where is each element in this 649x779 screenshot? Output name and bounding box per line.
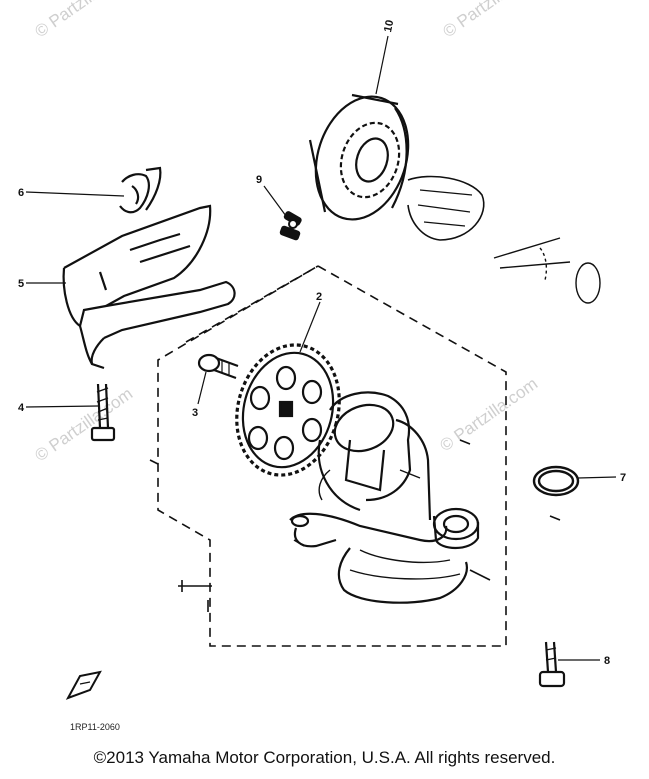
- diagram-code: 1RP11-2060: [70, 722, 120, 732]
- drive-gear: [308, 93, 485, 241]
- bolt-3: [197, 353, 239, 380]
- watermark-right: © Partzilla.com: [436, 374, 541, 455]
- leader-3: [197, 371, 207, 405]
- assembly-outline: [157, 265, 507, 647]
- copyright-footer: ©2013 Yamaha Motor Corporation, U.S.A. A…: [93, 748, 556, 767]
- pump-sprocket: [235, 343, 341, 477]
- callout-10: 10: [382, 19, 396, 33]
- callout-labels: 10 9 6 5 4 3 2 7 8: [18, 19, 626, 667]
- leader-6: [25, 191, 125, 197]
- shaft-sketch: [493, 237, 601, 304]
- bolt-4: [90, 383, 116, 442]
- clip-part: [119, 166, 162, 214]
- callout-7: 7: [620, 472, 626, 484]
- leader-2: [299, 301, 321, 353]
- o-ring: [532, 465, 580, 497]
- bolt-8: [538, 641, 566, 688]
- leader-4: [25, 405, 99, 408]
- dowel-pin: [279, 211, 302, 241]
- leader-10: [375, 35, 389, 95]
- callout-4: 4: [18, 402, 25, 414]
- callout-5: 5: [18, 278, 24, 290]
- leader-lines: [25, 35, 617, 661]
- callout-2: 2: [316, 291, 322, 303]
- watermark-top-left: © Partzilla.com: [31, 0, 136, 41]
- callout-3: 3: [192, 407, 198, 419]
- leader-9: [263, 185, 287, 217]
- leader-7: [577, 476, 617, 479]
- callout-9: 9: [256, 174, 262, 186]
- callout-6: 6: [18, 187, 24, 199]
- guide-plate: [62, 204, 236, 370]
- watermark-left: © Partzilla.com: [31, 384, 136, 465]
- front-arrow-icon: [65, 670, 102, 700]
- callout-8: 8: [604, 655, 610, 667]
- alignment-marks: [149, 439, 561, 612]
- watermark-top-right: © Partzilla.com: [439, 0, 544, 41]
- oil-pump-body: [289, 391, 480, 604]
